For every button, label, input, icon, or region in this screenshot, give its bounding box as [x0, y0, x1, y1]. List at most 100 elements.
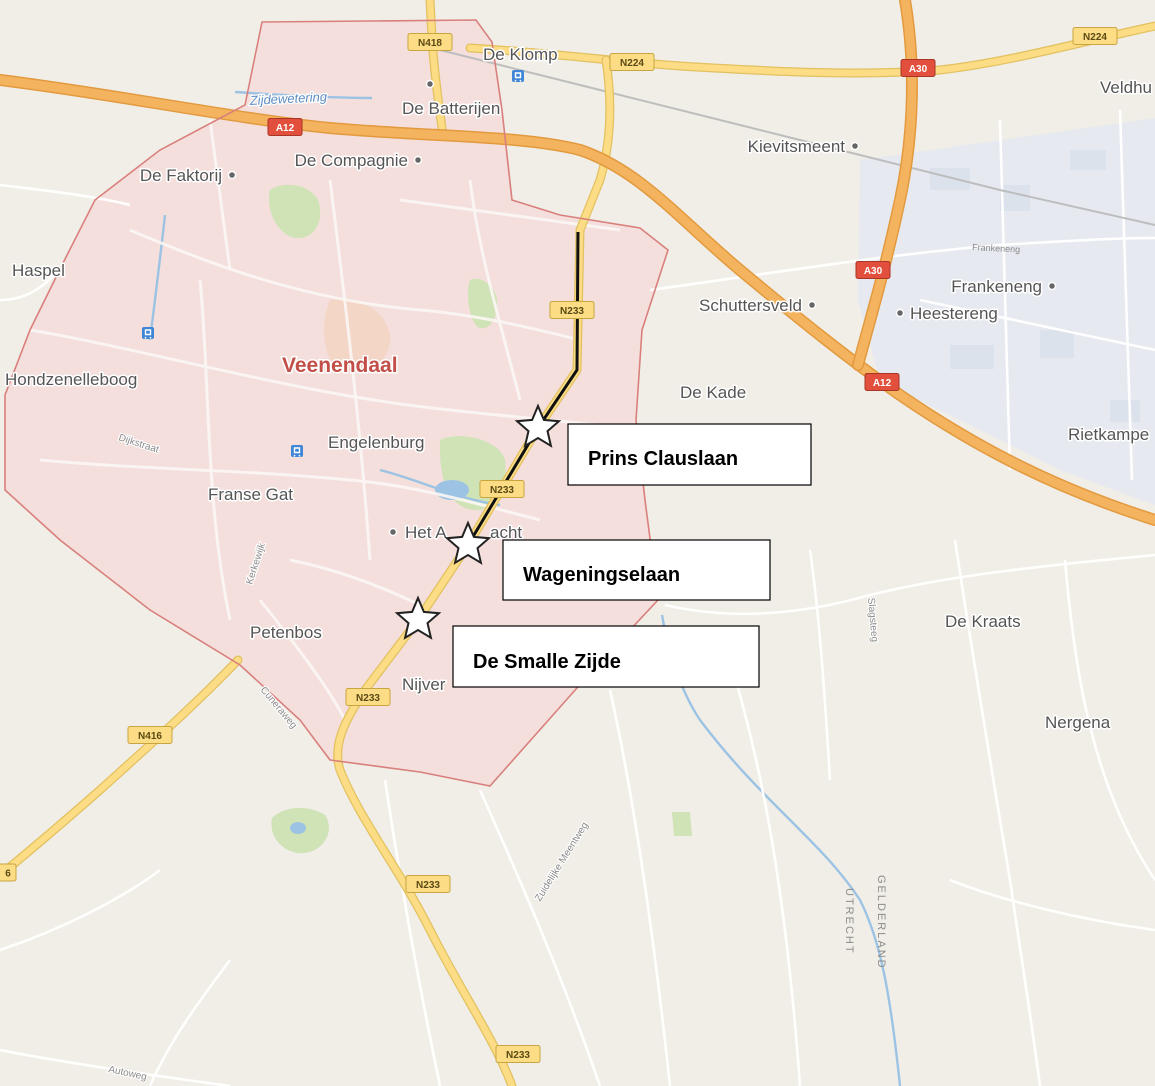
road-shield-label: A30 [909, 64, 928, 75]
place-dot-icon [895, 308, 905, 318]
place-label-hondzenelleboog[interactable]: Hondzenelleboog [4, 369, 139, 391]
train-stations [142, 70, 524, 457]
place-label-de-kade[interactable]: De Kade [679, 382, 748, 404]
urban-block [930, 168, 970, 190]
place-label-franse-gat[interactable]: Franse Gat [207, 484, 295, 506]
train-station-icon[interactable] [512, 70, 524, 82]
highway-a12 [0, 75, 1155, 525]
place-label-petenbos[interactable]: Petenbos [249, 622, 324, 644]
water-label-zijdewetering: Zijdewetering [248, 89, 328, 108]
street-label-frankeneng: Frankeneng [972, 242, 1021, 255]
road-shield-label: N233 [560, 306, 584, 317]
minor-road [0, 183, 131, 207]
minor-road [478, 789, 602, 1086]
minor-road-frankeneng [649, 236, 1155, 292]
road-shield-label: A30 [864, 266, 883, 277]
road-shield-a30-north: A30 [900, 59, 936, 77]
minor-road [998, 119, 1012, 471]
town-street [328, 179, 372, 561]
municipality-area [5, 20, 668, 786]
urban-block [1000, 185, 1030, 211]
road-shield-n233: N233 [495, 1045, 541, 1063]
highways [0, 0, 1155, 526]
place-label-rietkampe[interactable]: Rietkampe [1067, 424, 1151, 446]
road-shield-n416: N416 [127, 726, 173, 744]
place-label-haspel[interactable]: Haspel [11, 260, 67, 282]
marker-label-text: De Smalle Zijde [473, 651, 621, 673]
road-shield-label: N224 [620, 58, 644, 69]
place-dot-icon [227, 170, 237, 180]
town-label[interactable]: Veenendaal [281, 353, 400, 379]
place-label-de-faktorij[interactable]: De Faktorij [138, 165, 223, 187]
star-icon[interactable] [514, 403, 562, 448]
minor-road [383, 779, 442, 1086]
place-label-de-batterijen[interactable]: De Batterijen [401, 98, 502, 120]
place-label-het-a-right[interactable]: acht [489, 522, 524, 544]
road-shield-label: N416 [138, 731, 162, 742]
highway-a30 [853, 0, 917, 370]
train-station-icon[interactable] [291, 445, 303, 457]
urban-block [1040, 330, 1074, 358]
place-dot-icon [413, 155, 423, 165]
road-shield-n233: N233 [479, 480, 525, 498]
canal [379, 468, 501, 507]
minor-road [919, 298, 1155, 352]
minor-road [1118, 109, 1134, 481]
minor-road [0, 264, 64, 302]
road-shield-n233: N233 [405, 875, 451, 893]
road-shield-edge-cut: 6 [0, 863, 17, 882]
place-label-nijver[interactable]: Nijver [401, 674, 448, 696]
urban-block [950, 345, 994, 369]
water [148, 90, 902, 1086]
place-label-de-klomp[interactable]: De Klomp [482, 44, 560, 66]
star-icon[interactable] [394, 595, 442, 640]
urban-block [1110, 400, 1140, 422]
place-label-heestereng[interactable]: Heestereng [909, 303, 1000, 325]
place-label-engelenburg[interactable]: Engelenburg [327, 432, 426, 454]
road-shield-n233: N233 [549, 301, 595, 319]
place-label-de-kraats[interactable]: De Kraats [944, 611, 1023, 633]
place-label-het-a-left[interactable]: Het A [404, 522, 449, 544]
town-street [208, 119, 232, 271]
province-label-utrecht: UTRECHT [843, 888, 855, 955]
place-dot-icon [388, 527, 398, 537]
park [268, 184, 321, 239]
marker-label-text: Prins Clauslaan [588, 448, 738, 470]
place-label-veldhu[interactable]: Veldhu [1099, 77, 1154, 99]
road-shield-label: N233 [356, 693, 380, 704]
place-label-de-compagnie[interactable]: De Compagnie [293, 150, 409, 172]
road-shield-a30-south: A30 [855, 261, 891, 279]
town-street [258, 599, 347, 721]
place-label-schuttersveld[interactable]: Schuttersveld [698, 295, 804, 317]
star-icon[interactable] [444, 520, 492, 565]
place-label-nergena[interactable]: Nergena [1044, 712, 1113, 734]
province-label-gelderland: GELDERLAND [875, 875, 887, 970]
train-station-icon[interactable] [142, 327, 154, 339]
park [672, 812, 692, 836]
road-shield-a12-west: A12 [267, 118, 303, 136]
marker-label-prins-clauslaan: Prins Clauslaan [567, 423, 812, 486]
road-shield-n224-east: N224 [1072, 27, 1118, 45]
road-n224 [466, 22, 1155, 77]
marker-label-de-smalle-zijde: De Smalle Zijde [452, 625, 760, 688]
town-street [129, 228, 581, 342]
place-dot-icon [425, 79, 435, 89]
road-shield-label: A12 [873, 378, 892, 389]
road-shield-label: N233 [416, 880, 440, 891]
road-shield-label: A12 [276, 123, 295, 134]
minor-road [664, 553, 1155, 616]
road-n416 [0, 656, 242, 879]
place-label-frankeneng[interactable]: Frankeneng [950, 276, 1044, 298]
road-shields: N418 N224 N224 A30 A12 A30 N233 A12 N233… [0, 27, 1118, 1063]
place-label-kievitsmeent[interactable]: Kievitsmeent [746, 136, 847, 158]
minor-road [608, 689, 672, 1086]
road-shield-label: 6 [5, 869, 11, 880]
road-shield-n224-west: N224 [609, 53, 655, 71]
minor-road [808, 549, 832, 781]
road-shield-n233: N233 [345, 688, 391, 706]
canal [148, 214, 167, 341]
town-center-area [324, 299, 391, 373]
road-shield-label: N233 [490, 485, 514, 496]
marker-label-wageningselaan: Wageningselaan [502, 539, 771, 601]
